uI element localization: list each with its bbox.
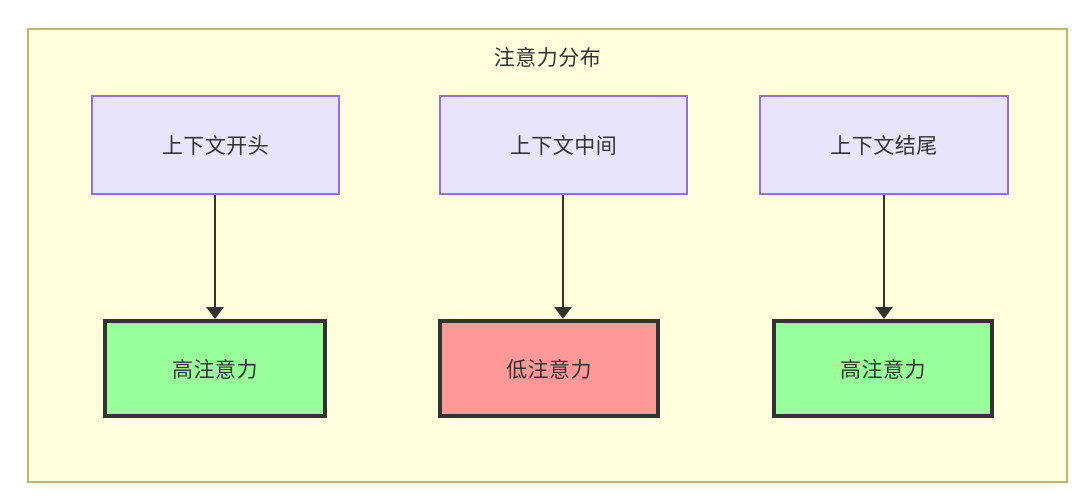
node-attention-high-start[interactable]: 高注意力 xyxy=(103,319,327,418)
node-context-middle[interactable]: 上下文中间 xyxy=(439,95,688,195)
node-attention-high-end[interactable]: 高注意力 xyxy=(772,319,994,418)
attention-distribution-cluster: 注意力分布 上下文开头 上下文中间 上下文结尾 高注意力 低注意力 高注意力 xyxy=(27,28,1068,483)
node-context-middle-label: 上下文中间 xyxy=(509,135,618,158)
node-context-end[interactable]: 上下文结尾 xyxy=(759,95,1009,195)
node-attention-low-middle-label: 低注意力 xyxy=(506,358,592,382)
diagram-title: 注意力分布 xyxy=(493,47,602,70)
node-context-start-label: 上下文开头 xyxy=(161,135,270,158)
node-attention-low-middle[interactable]: 低注意力 xyxy=(438,319,660,418)
edge-line-context-middle-to-low xyxy=(562,195,564,309)
node-context-end-label: 上下文结尾 xyxy=(830,135,938,158)
node-attention-high-end-label: 高注意力 xyxy=(840,358,926,382)
edge-line-context-end-to-high xyxy=(883,195,885,309)
node-attention-high-start-label: 高注意力 xyxy=(172,358,258,382)
arrow-down-icon-context-start xyxy=(206,307,224,319)
node-context-start[interactable]: 上下文开头 xyxy=(91,95,340,195)
arrow-down-icon-context-middle xyxy=(554,307,572,319)
arrow-down-icon-context-end xyxy=(875,307,893,319)
edge-line-context-start-to-high xyxy=(214,195,216,309)
